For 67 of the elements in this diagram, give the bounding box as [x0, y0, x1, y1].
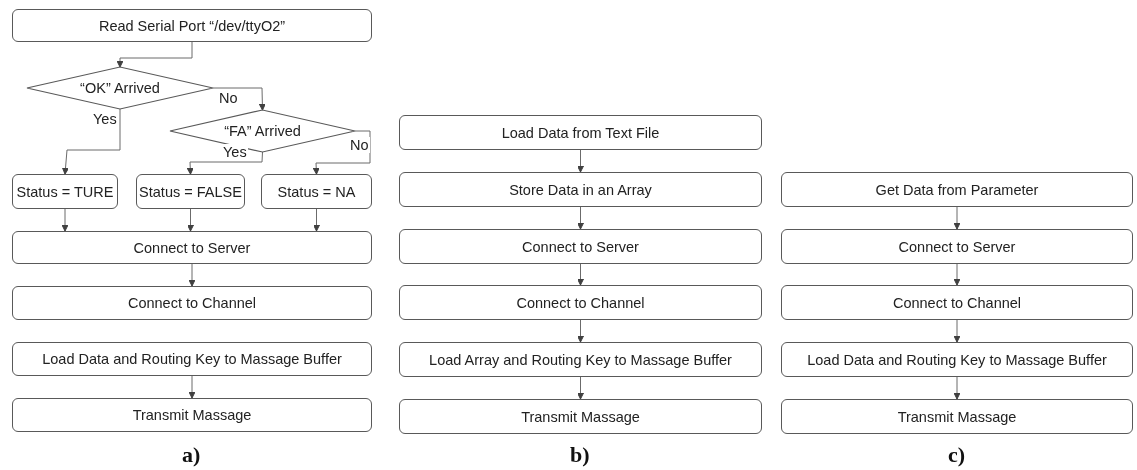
decision-diamond [27, 67, 213, 109]
node-text: Connect to Server [133, 239, 251, 256]
process-box [399, 342, 762, 377]
node-text: “FA” Arrived [224, 123, 301, 139]
arrow [313, 208, 320, 232]
process-box [12, 398, 372, 432]
arrow [186, 151, 263, 175]
node-text: Connect to Server [898, 238, 1016, 255]
arrow [953, 319, 961, 343]
arrow [953, 376, 961, 400]
arrow [61, 208, 69, 232]
panel-label: a) [182, 442, 201, 468]
node-text: Read Serial Port “/dev/ttyO2” [98, 17, 286, 34]
arrow [577, 149, 584, 173]
process-box [12, 286, 372, 320]
node-text: Transmit Massage [132, 407, 252, 423]
node-text: Connect to Channel [892, 294, 1022, 311]
node-text: Store Data in an Array [509, 181, 652, 198]
arrow [212, 87, 266, 111]
process-box [781, 342, 1133, 377]
arrow [953, 206, 961, 230]
node-text: Load Data and Routing Key to Massage Buffer [42, 351, 342, 367]
process-box [781, 285, 1133, 320]
process-box [399, 399, 762, 434]
process-box [399, 285, 762, 320]
panel-label: c) [948, 442, 966, 468]
node-text: Transmit Massage [897, 408, 1017, 425]
process-box [399, 172, 762, 207]
process-box [12, 231, 372, 264]
process-box [261, 174, 372, 209]
node-text: Connect to Server [522, 238, 639, 255]
node-text: Connect to Channel [516, 294, 645, 311]
node-text: Status = FALSE [139, 183, 242, 200]
process-box [12, 9, 372, 42]
process-box [781, 399, 1133, 434]
edge-label: No [349, 137, 370, 153]
arrow [188, 263, 196, 287]
edge-label: No [218, 90, 239, 106]
node-text: Load Array and Routing Key to Massage Buffer [429, 351, 732, 368]
arrow [312, 130, 371, 175]
process-box [399, 229, 762, 264]
arrow [577, 206, 584, 230]
process-box [781, 229, 1133, 264]
process-box [12, 342, 372, 376]
node-text: Transmit Massage [521, 408, 640, 425]
node-text: Load Data from Text File [501, 124, 660, 141]
node-text: Get Data from Parameter [875, 181, 1039, 198]
process-box [12, 174, 118, 209]
edge-label: Yes [92, 111, 118, 127]
edge-label: Yes [222, 144, 248, 160]
arrow [188, 375, 196, 399]
process-box [781, 172, 1133, 207]
arrow [62, 108, 121, 175]
arrow [953, 263, 961, 286]
node-text: Load Data and Routing Key to Massage Buffer [807, 351, 1107, 368]
arrow [187, 208, 194, 232]
arrow [577, 319, 584, 343]
node-text: Status = TURE [16, 183, 114, 200]
node-text: “OK” Arrived [80, 80, 160, 96]
process-box [136, 174, 245, 209]
arrow [577, 376, 584, 400]
node-text: Status = NA [277, 183, 356, 200]
arrow [116, 41, 193, 68]
process-box [399, 115, 762, 150]
panel-label: b) [570, 442, 590, 468]
node-text: Connect to Channel [127, 295, 257, 311]
arrow [577, 263, 584, 286]
